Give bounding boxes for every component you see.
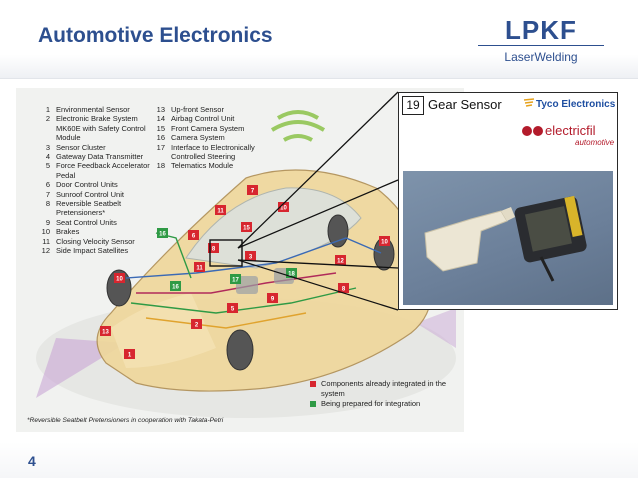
car-electronics-figure: 7 11 10 6 15 8 3 9 12 2 5 10 13 1 10 8 1… xyxy=(16,88,464,432)
marker-5: 5 xyxy=(227,303,238,313)
svg-text:10: 10 xyxy=(116,277,123,283)
svg-text:2: 2 xyxy=(195,323,199,329)
marker-1: 1 xyxy=(124,349,135,359)
tyco-logo-icon xyxy=(523,98,535,107)
logo-divider xyxy=(478,45,604,46)
svg-text:18: 18 xyxy=(288,272,295,278)
logo-mark: LPKF xyxy=(505,15,577,45)
svg-text:15: 15 xyxy=(243,226,250,232)
callout-title: Gear Sensor xyxy=(428,97,502,112)
marker-16b: 16 xyxy=(170,281,181,291)
marker-12: 12 xyxy=(335,255,346,265)
svg-text:9: 9 xyxy=(271,297,275,303)
gear-sensor-callout: 19 Gear Sensor Tyco Electronics electric… xyxy=(398,92,618,310)
marker-11b: 11 xyxy=(194,262,205,272)
red-swatch-icon xyxy=(310,381,316,387)
key-prepared: Being prepared for integration xyxy=(310,399,464,409)
page-number: 4 xyxy=(28,453,36,469)
electricfil-name: electricfil xyxy=(545,123,596,138)
svg-text:13: 13 xyxy=(102,330,109,336)
slide-header: Automotive Electronics LPKF LaserWelding xyxy=(0,0,638,79)
key-integrated: Components already integrated in the sys… xyxy=(310,379,464,399)
marker-3: 3 xyxy=(245,251,256,261)
svg-text:11: 11 xyxy=(217,209,224,215)
electricfil-sub: automotive xyxy=(575,138,615,147)
marker-16a: 16 xyxy=(157,228,168,238)
slide-title: Automotive Electronics xyxy=(38,24,273,47)
svg-text:7: 7 xyxy=(251,189,255,195)
callout-pointer-lines xyxy=(209,91,399,311)
svg-text:6: 6 xyxy=(192,234,196,240)
svg-text:8: 8 xyxy=(212,247,216,253)
marker-9: 9 xyxy=(267,293,278,303)
svg-text:11: 11 xyxy=(196,266,203,272)
marker-18: 18 xyxy=(286,268,297,278)
svg-text:16: 16 xyxy=(159,232,166,238)
svg-text:10: 10 xyxy=(280,206,287,212)
svg-text:3: 3 xyxy=(249,255,253,261)
electricfil-logo: electricfil automotive xyxy=(521,123,615,153)
marker-15: 15 xyxy=(241,222,252,232)
car-illustration: 7 11 10 6 15 8 3 9 12 2 5 10 13 1 10 8 1… xyxy=(36,91,456,418)
callout-number: 19 xyxy=(402,96,424,115)
marker-8a: 8 xyxy=(208,243,219,253)
marker-2: 2 xyxy=(191,319,202,329)
tyco-electronics-logo: Tyco Electronics xyxy=(536,99,616,110)
marker-key: Components already integrated in the sys… xyxy=(310,379,464,409)
svg-text:16: 16 xyxy=(172,285,179,291)
green-swatch-icon xyxy=(310,401,316,407)
footer-band xyxy=(0,442,638,478)
svg-text:17: 17 xyxy=(232,278,239,284)
marker-7: 7 xyxy=(247,185,258,195)
svg-text:8: 8 xyxy=(342,287,346,293)
svg-text:12: 12 xyxy=(337,259,344,265)
marker-10a: 10 xyxy=(278,202,289,212)
figure-footnote: *Reversible Seatbelt Pretensioners in co… xyxy=(27,417,224,424)
gear-sensor-photo xyxy=(403,171,613,305)
marker-13: 13 xyxy=(100,326,111,336)
marker-6: 6 xyxy=(188,230,199,240)
svg-text:1: 1 xyxy=(128,353,132,359)
marker-10b: 10 xyxy=(379,236,390,246)
marker-10c: 10 xyxy=(114,273,125,283)
electricfil-dots-icon xyxy=(522,126,543,136)
svg-text:5: 5 xyxy=(231,307,235,313)
marker-17: 17 xyxy=(230,274,241,284)
logo-subtitle: LaserWelding xyxy=(504,50,578,64)
gear-sensor-image xyxy=(424,195,587,282)
component-markers: 7 11 10 6 15 8 3 9 12 2 5 10 13 1 10 8 1… xyxy=(100,185,390,359)
marker-11: 11 xyxy=(215,205,226,215)
signal-waves-icon xyxy=(270,110,326,142)
lpkf-logo: LPKF LaserWelding xyxy=(478,15,604,67)
svg-text:10: 10 xyxy=(381,240,388,246)
marker-8b: 8 xyxy=(338,283,349,293)
